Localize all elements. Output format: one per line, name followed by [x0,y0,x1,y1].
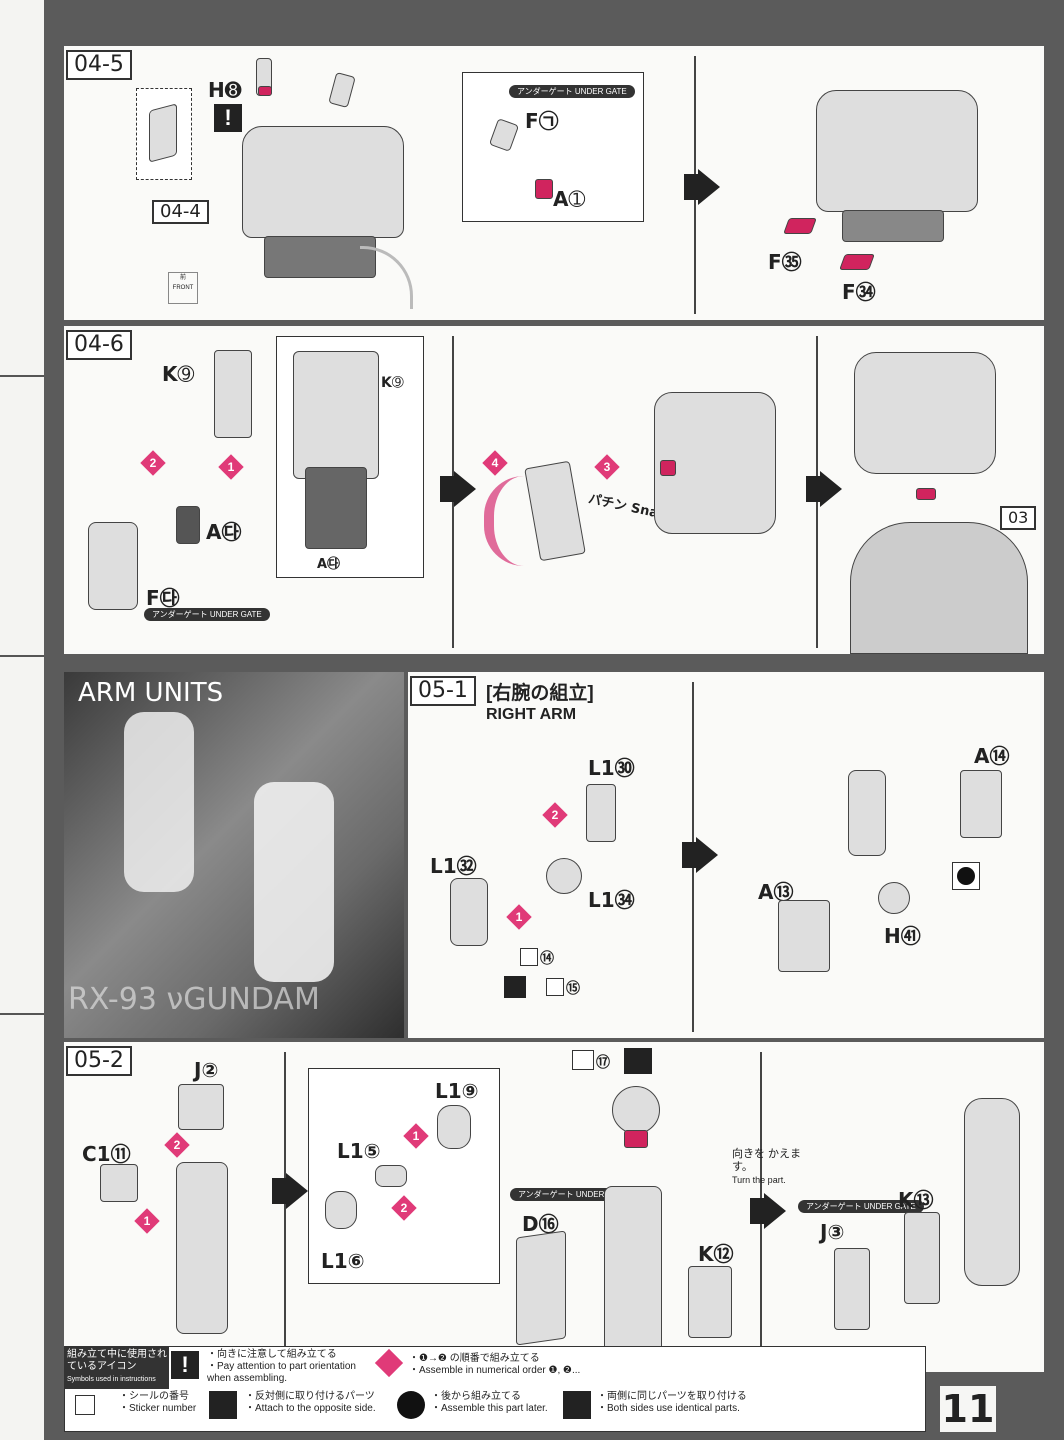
under-gate-inset: アンダーゲート UNDER GATE F㉠ A➀ [462,72,644,222]
arm-assembly [604,1186,662,1368]
divider [0,655,44,657]
assemble-later-icon [397,1391,425,1419]
sticker-icon [75,1395,95,1415]
part-l1-assembled [848,770,886,856]
part-l1-sphere [612,1086,660,1134]
part-f29 [88,522,138,610]
page-number: 11 [940,1386,996,1432]
orientation-warning-icon: ! [214,104,242,132]
sticker-icon [520,948,538,966]
arm-final [964,1098,1020,1286]
part-a14 [960,770,1002,838]
detail-inset: K➈ A㉰ [276,336,424,578]
step-04-5-panel: 04-5 H➑ ! 04-4 前 FRONT アンダーゲート UNDER GAT… [64,46,1044,320]
next-arrow-icon [286,1173,308,1209]
arm-assembly [176,1162,228,1334]
both-sides-icon [624,1048,652,1074]
order-2-icon: 2 [164,1132,190,1158]
part-j2 [178,1084,224,1130]
part-j3 [834,1248,870,1330]
next-arrow-icon [764,1193,786,1229]
rotate-arrow-icon [360,246,413,309]
order-1-icon: 1 [218,454,244,480]
front-icon: 前 FRONT [168,272,198,304]
part-label: F㉞ [842,280,876,304]
order-1-icon: 1 [506,904,532,930]
part-label: F㉟ [768,250,802,274]
next-arrow-icon [696,837,718,873]
part-l1-22 [546,858,582,894]
part-top [328,71,356,109]
next-arrow-icon [820,471,842,507]
order-4-icon: 4 [482,450,508,476]
rotate-arrow-icon [484,476,534,566]
arm-units-photo: ARM UNITS RX-93 νGUNDAM [64,672,404,1038]
photo-title: ARM UNITS [78,678,224,708]
next-arrow-icon [454,471,476,507]
head-assembly [242,126,404,238]
next-arrow-icon [698,169,720,205]
ref-step: 04-4 [152,200,209,224]
turn-note-jp: 向きを かえます。 [732,1148,802,1173]
head-assembly-result [816,90,978,212]
assemble-later-icon [952,862,980,890]
part-label: H➑ [208,78,242,102]
opposite-side-icon [504,976,526,998]
part-k12 [688,1266,732,1338]
order-icon [374,1348,404,1378]
model-name: RX-93 νGUNDAM [68,982,320,1017]
part-c1-11 [100,1164,138,1202]
section-title-jp: [右腕の組立] [486,683,594,704]
step-05-1-panel: 05-1 [右腕の組立] RIGHT ARM L1㉚ 2 L1㉜ L1㉞ 1 ⑭… [408,672,1044,1038]
step-number: 05-2 [66,1046,132,1076]
sticker-icon [546,978,564,996]
opposite-side-icon [209,1391,237,1419]
step-05-2-panel: 05-2 J② C1⑪ 2 1 L1⑨ L1⑤ 1 2 L1⑥ ⑰ アンダーゲー… [64,1042,1044,1372]
head-final [854,352,996,474]
step-number: 05-1 [410,676,476,706]
order-2-icon: 2 [542,802,568,828]
orientation-icon: ! [171,1351,199,1379]
both-sides-icon [563,1391,591,1419]
part-k13 [904,1212,940,1304]
inset-part-box [136,88,192,180]
body-03 [850,522,1028,654]
section-title-en: RIGHT ARM [486,706,577,723]
divider [0,375,44,377]
part-a13 [778,900,830,972]
part-k9 [214,350,252,438]
left-page-margin [0,0,44,1440]
detail-inset: L1⑨ L1⑤ 1 2 L1⑥ [308,1068,500,1284]
head-base [264,236,376,278]
divider [0,1013,44,1015]
part-d16 [516,1230,566,1346]
step-number: 04-6 [66,330,132,360]
part-l1-27 [450,878,488,946]
part-a29 [176,506,200,544]
order-3-icon: 3 [594,454,620,480]
order-2-icon: 2 [140,450,166,476]
step-04-6-panel: 04-6 K➈ 2 1 A㉰ F㉰ アンダーゲート UNDER GATE K➈ … [64,326,1044,654]
part-h41 [878,882,910,914]
step-number: 04-5 [66,50,132,80]
order-1-icon: 1 [134,1208,160,1234]
turn-note-en: Turn the part. [732,1175,786,1185]
sticker-icon [572,1050,594,1070]
part-l1-25 [586,784,616,842]
icon-legend: 組み立て中に使用されているアイコン Symbols used in instru… [64,1346,926,1432]
